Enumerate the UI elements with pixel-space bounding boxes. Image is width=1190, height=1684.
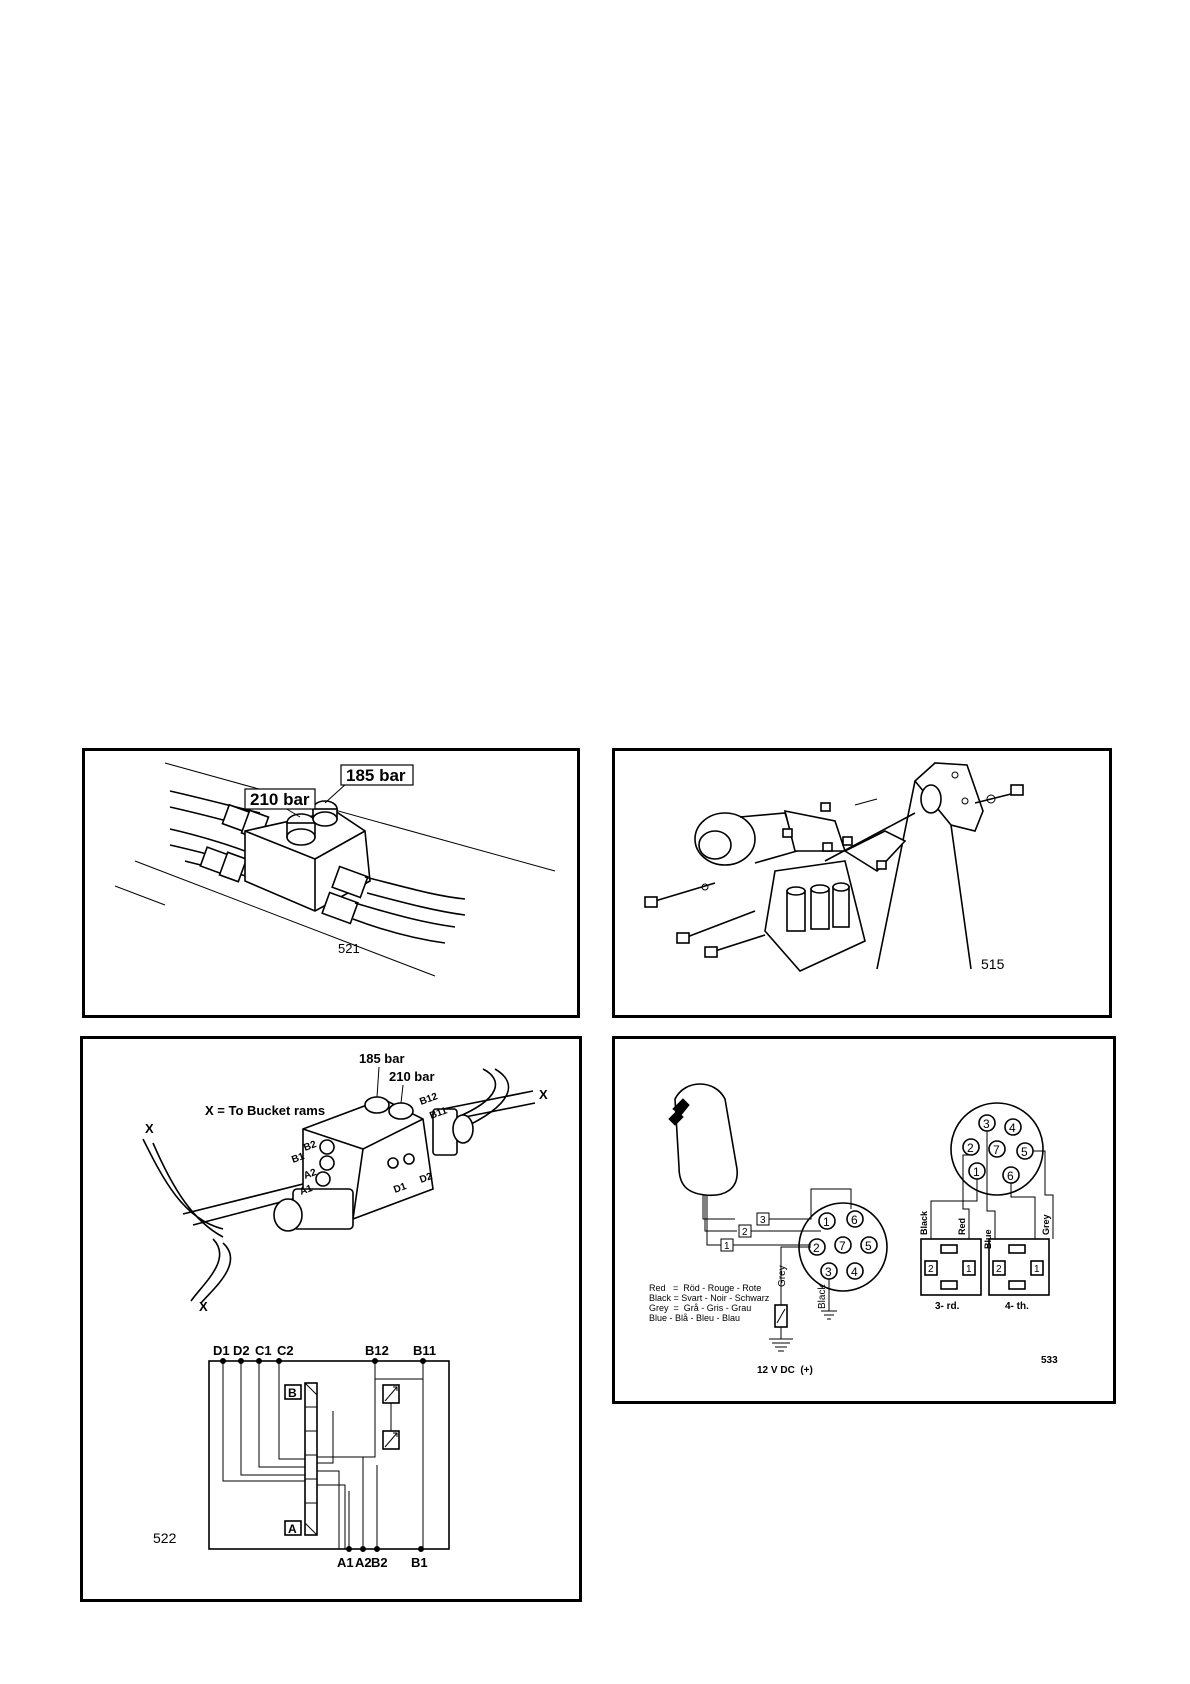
relay4-pin-2: 2: [996, 1264, 1002, 1275]
legend-black: Black = Svart - Noir - Schwarz: [649, 1293, 770, 1303]
wire-red: Red: [957, 1218, 967, 1235]
left-pin-2: 2: [813, 1241, 820, 1255]
figure-533-panel: 3 2 1 1 6 7 5 2 3 4 Grey: [612, 1036, 1116, 1404]
figure-521-panel: 210 bar 185 bar 521: [82, 748, 580, 1018]
port-b12: B12: [418, 1091, 439, 1108]
figure-533-drawing: 3 2 1 1 6 7 5 2 3 4 Grey: [649, 1083, 1058, 1376]
top-port-b12: B12: [365, 1343, 389, 1358]
wire-grey: Grey: [1041, 1214, 1051, 1235]
relay3-pin-2: 2: [928, 1264, 934, 1275]
left-pin-4: 4: [851, 1265, 858, 1279]
top-port-d2: D2: [233, 1343, 250, 1358]
figure-522-panel: 185 bar 210 bar X = To Bucket rams X X X…: [80, 1036, 582, 1602]
legend-red: Red = Röd - Rouge - Rote: [649, 1283, 761, 1293]
figure-number-522: 522: [153, 1530, 177, 1546]
relay-4th-label: 4- th.: [1005, 1301, 1029, 1312]
port-b2: B2: [302, 1139, 318, 1154]
spool-box-a: A: [288, 1522, 297, 1536]
pressure-label-210: 210 bar: [250, 790, 310, 809]
left-pin-6: 6: [851, 1213, 858, 1227]
left-connector-pins: 1 6 7 5 2 3 4: [808, 1210, 878, 1280]
figure-522-drawing: 185 bar 210 bar X = To Bucket rams X X X…: [142, 1051, 548, 1570]
right-connector-pins: 3 4 2 7 5 1 6: [962, 1114, 1034, 1184]
right-pin-5: 5: [1021, 1145, 1028, 1159]
black-wire-label: Black: [817, 1284, 828, 1309]
left-pin-7: 7: [839, 1239, 846, 1253]
top-port-c2: C2: [277, 1343, 294, 1358]
schematic-bottom-ports: A1 A2 B2 B1: [337, 1555, 428, 1570]
left-pin-5: 5: [865, 1239, 872, 1253]
bucket-rams-legend: X = To Bucket rams: [205, 1103, 325, 1118]
relay4-pin-1: 1: [1034, 1264, 1040, 1275]
top-port-b11: B11: [413, 1343, 436, 1358]
figure-515-drawing: 515: [644, 762, 1024, 972]
color-legend: Red = Röd - Rouge - Rote Black = Svart -…: [649, 1283, 770, 1323]
legend-blue: Blue - Blå - Bleu - Blau: [649, 1313, 740, 1323]
wire-number-2: 2: [742, 1227, 748, 1238]
wire-number-3: 3: [760, 1215, 766, 1226]
figure-number-533: 533: [1041, 1355, 1058, 1366]
schematic-top-ports: D1 D2 C1 C2 B12 B11: [213, 1343, 436, 1358]
upper-label-210: 210 bar: [389, 1069, 435, 1084]
right-pin-1: 1: [973, 1165, 980, 1179]
right-pin-4: 4: [1009, 1121, 1016, 1135]
relay3-pin-1: 1: [966, 1264, 972, 1275]
wire-blue: Blue: [983, 1229, 993, 1249]
top-port-d1: D1: [213, 1343, 230, 1358]
legend-grey: Grey = Grå - Gris - Grau: [649, 1303, 751, 1313]
figure-515-panel: 515: [612, 748, 1112, 1018]
figure-number-515: 515: [981, 956, 1005, 972]
bottom-port-b2: B2: [371, 1555, 388, 1570]
upper-label-185: 185 bar: [359, 1051, 405, 1066]
port-d2: D2: [418, 1171, 434, 1186]
right-pin-2: 2: [967, 1141, 974, 1155]
bottom-port-a1: A1: [337, 1555, 354, 1570]
right-pin-6: 6: [1007, 1169, 1014, 1183]
port-a1: A1: [298, 1183, 314, 1198]
port-a2: A2: [302, 1167, 318, 1182]
right-pin-7: 7: [993, 1143, 1000, 1157]
spool-box-b: B: [288, 1386, 297, 1400]
x-mark-bottom: X: [199, 1299, 208, 1314]
supply-voltage: 12 V DC (+): [757, 1365, 813, 1376]
bottom-port-b1: B1: [411, 1555, 428, 1570]
top-port-c1: C1: [255, 1343, 272, 1358]
wire-number-1: 1: [724, 1241, 730, 1252]
x-mark-right: X: [539, 1087, 548, 1102]
left-pin-1: 1: [823, 1215, 830, 1229]
port-d1: D1: [392, 1181, 408, 1196]
grey-wire-label: Grey: [777, 1265, 788, 1287]
figure-number-521: 521: [338, 941, 360, 956]
port-b1: B1: [290, 1151, 306, 1166]
bottom-port-a2: A2: [355, 1555, 372, 1570]
left-pin-3: 3: [825, 1265, 832, 1279]
relay-3rd-label: 3- rd.: [935, 1301, 960, 1312]
pressure-label-185: 185 bar: [346, 766, 406, 785]
wire-black: Black: [919, 1210, 929, 1235]
figure-521-drawing: 210 bar 185 bar 521: [114, 762, 556, 977]
right-pin-3: 3: [983, 1117, 990, 1131]
x-mark-left: X: [145, 1121, 154, 1136]
